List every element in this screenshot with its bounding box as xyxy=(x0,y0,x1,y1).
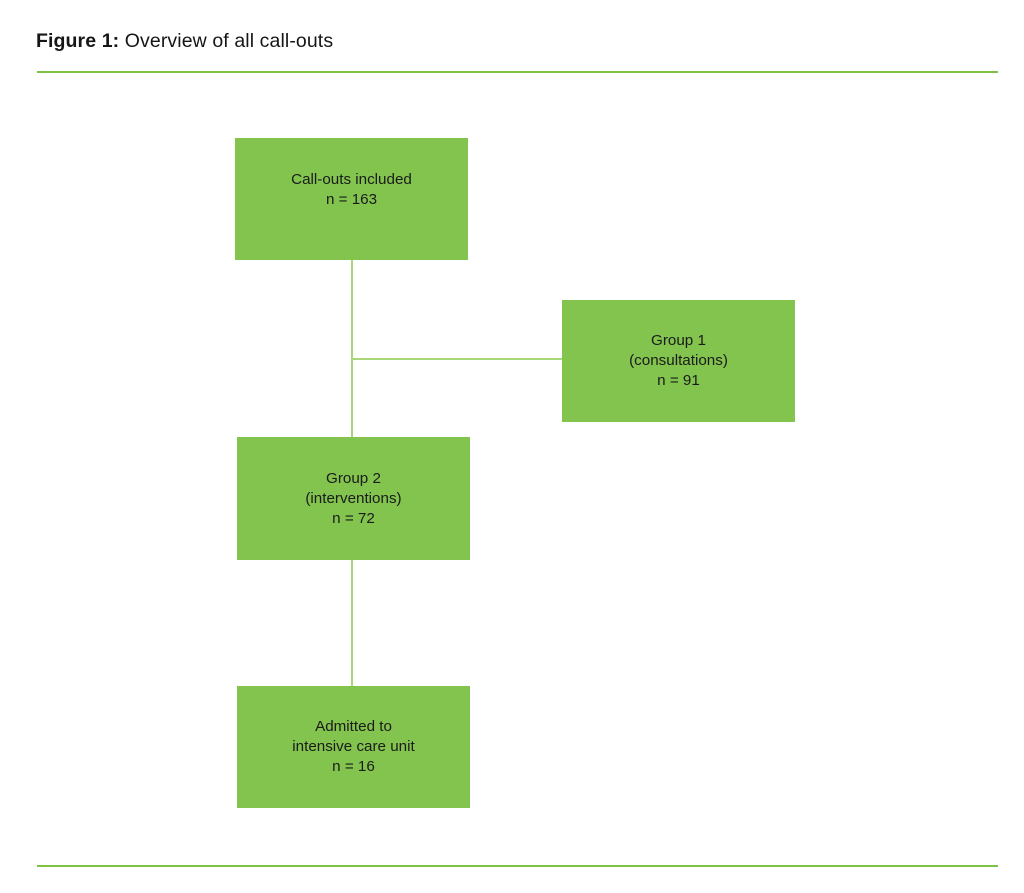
flow-node-group-1: Group 1 (consultations) n = 91 xyxy=(562,300,795,422)
flow-node-group-2-text: Group 2 (interventions) n = 72 xyxy=(305,469,402,527)
figure-caption: Figure 1: Overview of all call-outs xyxy=(36,28,333,54)
flow-node-call-outs-included: Call-outs included n = 163 xyxy=(235,138,468,260)
divider-rule-top xyxy=(37,71,998,73)
flow-node-admitted-to-icu: Admitted to intensive care unit n = 16 xyxy=(237,686,470,808)
connector-included-to-group1 xyxy=(351,358,564,360)
flow-node-group-1-text: Group 1 (consultations) n = 91 xyxy=(629,332,728,389)
flow-node-admitted-to-icu-text: Admitted to intensive care unit n = 16 xyxy=(292,718,415,775)
figure-caption-label: Figure 1: xyxy=(36,30,120,52)
divider-rule-bottom xyxy=(37,865,998,867)
flow-node-call-outs-included-text: Call-outs included n = 163 xyxy=(291,171,412,208)
flow-node-group-2: Group 2 (interventions) n = 72 xyxy=(237,437,470,560)
connector-group2-to-icu xyxy=(351,558,353,688)
connector-included-to-group2 xyxy=(351,258,353,439)
figure-caption-text: Overview of all call-outs xyxy=(119,30,334,52)
